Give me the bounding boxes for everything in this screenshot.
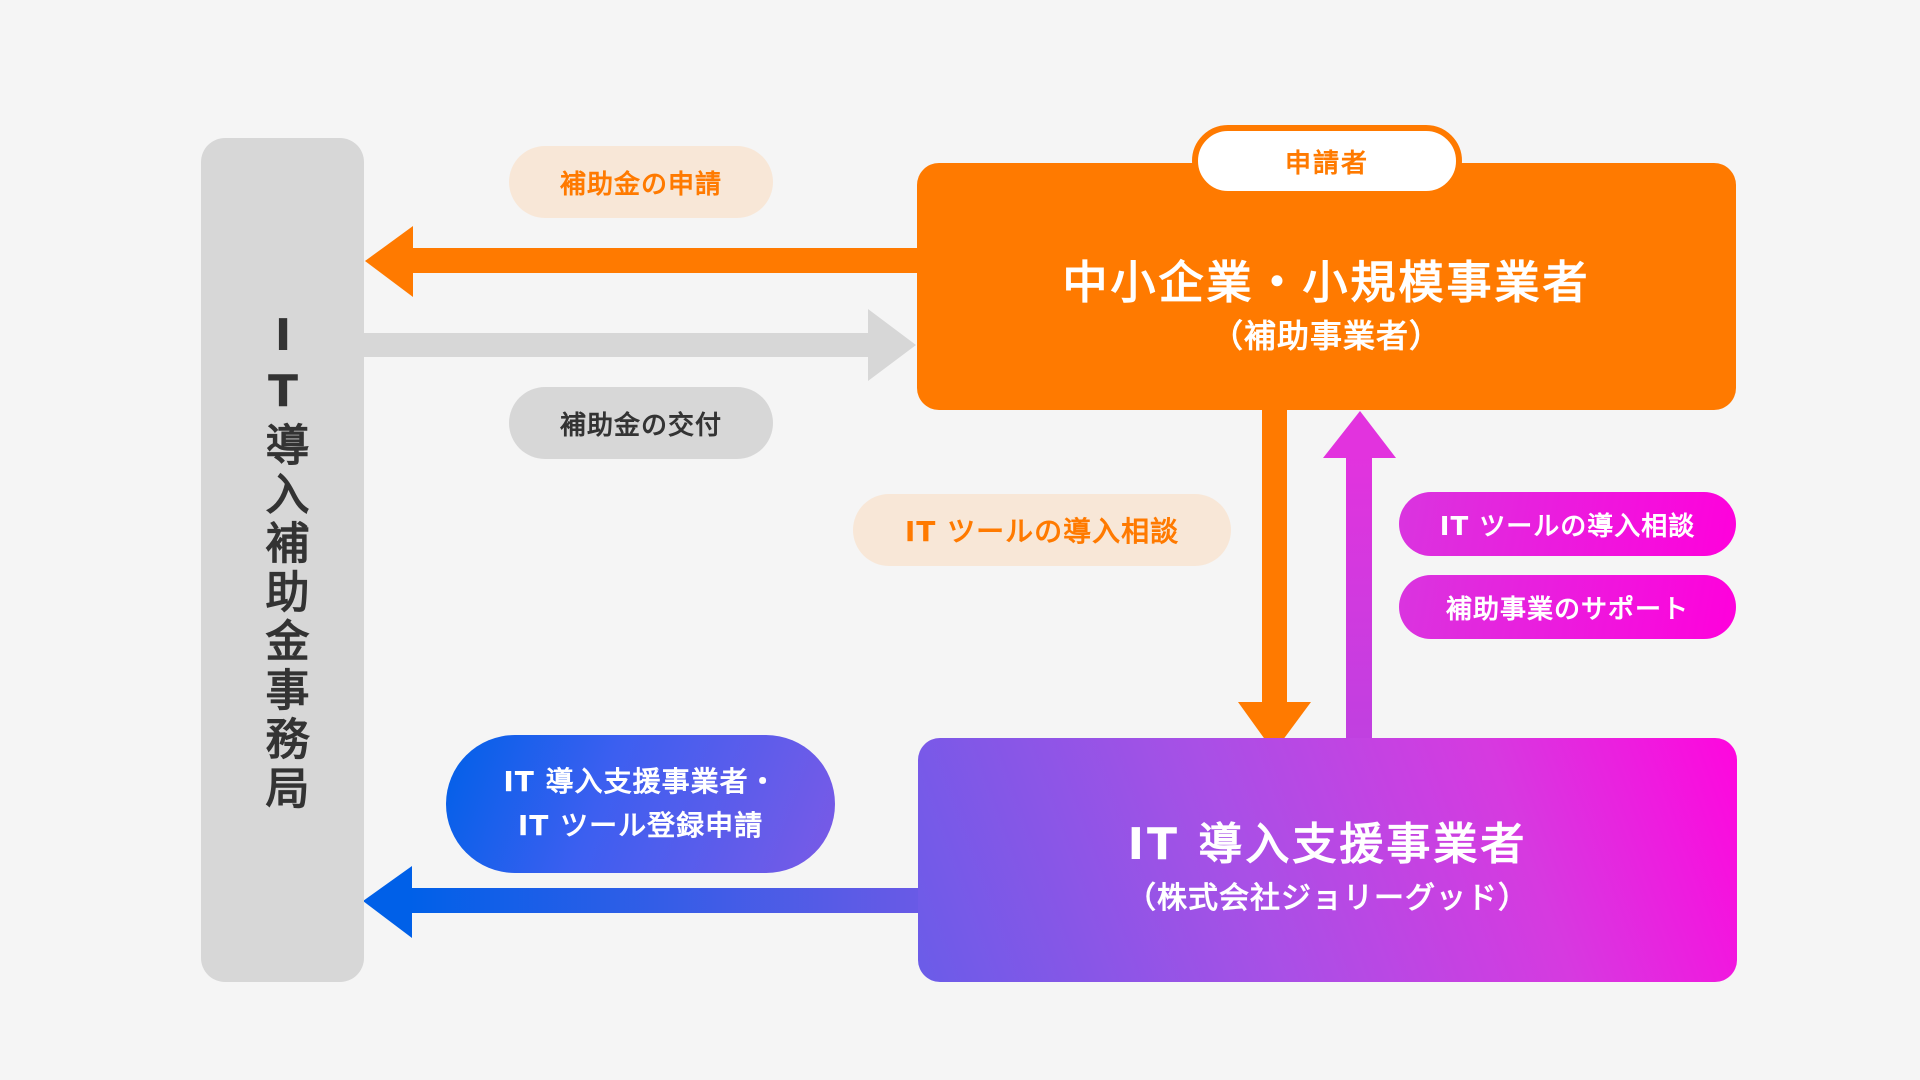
- label-consult-request: IT ツールの導入相談: [853, 494, 1231, 566]
- applicant-subtitle: （補助事業者）: [1210, 317, 1442, 355]
- vendor-title: IT 導入支援事業者: [1127, 819, 1528, 870]
- applicant-title: 中小企業・小規模事業者: [1062, 256, 1591, 309]
- office-label: IT導入補助金事務局: [257, 310, 309, 814]
- label-subsidy-grant: 補助金の交付: [509, 387, 773, 459]
- applicant-box: 中小企業・小規模事業者 （補助事業者）: [917, 163, 1736, 410]
- arrow-shaft: [410, 888, 922, 913]
- arrow-shaft: [1346, 455, 1372, 741]
- label-registration-line2: IT ツール登録申請: [517, 809, 764, 842]
- arrow-head-right: [868, 309, 916, 381]
- arrow-head-up: [1323, 411, 1396, 458]
- arrow-consult-request: [1238, 405, 1311, 752]
- arrow-vendor-support: [1323, 411, 1396, 741]
- label-project-support: 補助事業のサポート: [1399, 575, 1736, 639]
- label-registration-line1: IT 導入支援事業者・: [503, 765, 778, 798]
- arrow-head-down: [1238, 702, 1311, 752]
- label-registration: IT 導入支援事業者・ IT ツール登録申請: [446, 735, 835, 873]
- arrow-shaft: [1262, 405, 1287, 705]
- arrow-head-left: [363, 866, 412, 938]
- label-subsidy-application: 補助金の申請: [509, 146, 773, 218]
- vendor-subtitle: （株式会社ジョリーグッド）: [1126, 881, 1529, 916]
- label-consult-support: IT ツールの導入相談: [1399, 492, 1736, 556]
- applicant-tag: 申請者: [1192, 125, 1462, 197]
- arrow-subsidy-grant: [362, 309, 916, 381]
- arrow-registration: [363, 866, 922, 938]
- arrow-subsidy-application: [365, 226, 920, 297]
- arrow-head-left: [365, 226, 413, 297]
- office-box: IT導入補助金事務局: [201, 138, 364, 982]
- arrow-shaft: [410, 248, 920, 273]
- vendor-box: IT 導入支援事業者 （株式会社ジョリーグッド）: [918, 738, 1737, 982]
- arrow-shaft: [362, 333, 872, 357]
